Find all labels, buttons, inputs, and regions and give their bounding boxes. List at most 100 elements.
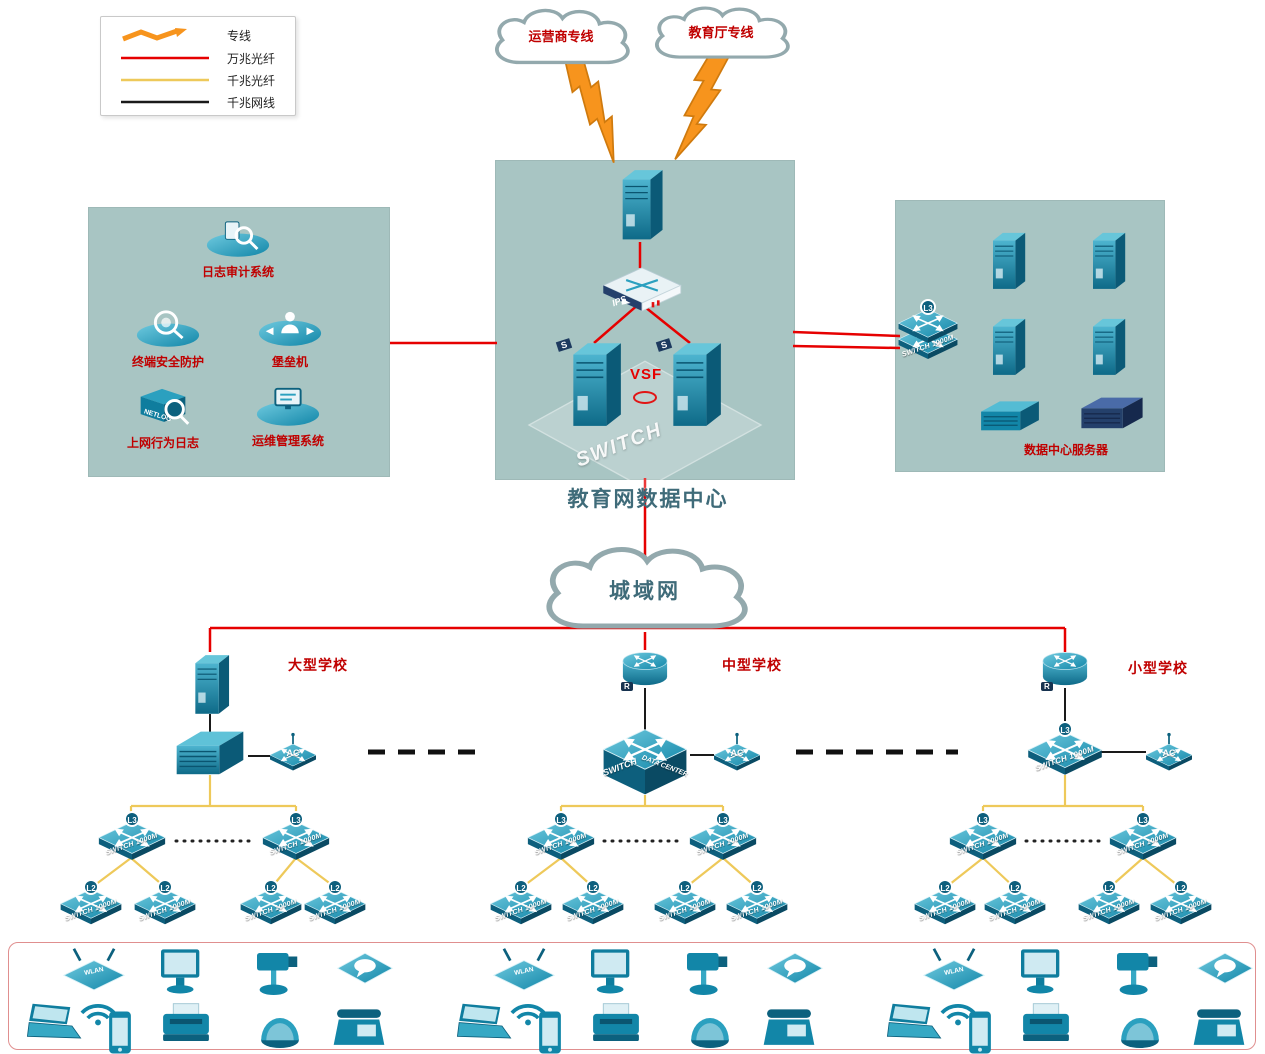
switch-layer-badge: L2 bbox=[83, 879, 99, 895]
endpoint-smartphone[interactable] bbox=[966, 1010, 994, 1054]
ptz-camera-icon bbox=[680, 946, 736, 1002]
printer-icon bbox=[588, 1002, 644, 1046]
bastion-label: 堡垒机 bbox=[271, 354, 308, 369]
bastion-icon bbox=[258, 311, 322, 346]
endpoint-monitor[interactable] bbox=[1016, 946, 1066, 999]
vsf-label: VSF bbox=[630, 366, 663, 383]
small-school-router[interactable]: R bbox=[1039, 650, 1091, 691]
ac-label: AC bbox=[1162, 748, 1176, 759]
endpoint-security[interactable]: 终端安全防护 bbox=[122, 306, 214, 370]
router-badge: R bbox=[621, 682, 633, 691]
datacenter-server-3[interactable] bbox=[986, 314, 1028, 378]
internet-gateway[interactable] bbox=[614, 164, 666, 244]
ips-device[interactable]: IPS bbox=[598, 266, 686, 312]
endpoint-laptop[interactable] bbox=[24, 1002, 84, 1045]
endpoint-chat-device[interactable] bbox=[766, 950, 824, 995]
endpoint-camera[interactable] bbox=[1110, 946, 1166, 1002]
ips-icon bbox=[598, 266, 686, 312]
antenna-icon bbox=[291, 732, 295, 744]
datacenter-server-4[interactable] bbox=[1086, 314, 1128, 378]
endpoint-telephone[interactable] bbox=[762, 1006, 816, 1050]
endpoint-printer[interactable] bbox=[1018, 1002, 1074, 1046]
medium-school-router[interactable]: R bbox=[619, 650, 671, 691]
medium-school-wireless-controller[interactable]: AC bbox=[712, 732, 762, 772]
legend-label-1g-fiber: 千兆光纤 bbox=[227, 73, 276, 88]
server-icon bbox=[1086, 314, 1128, 378]
endpoint-smartphone[interactable] bbox=[536, 1010, 564, 1054]
dome-camera-icon bbox=[1116, 1006, 1164, 1051]
datacenter-server-2[interactable] bbox=[1086, 228, 1128, 292]
netlog-system[interactable]: NETLOG 上网行为日志 bbox=[117, 383, 209, 450]
switch-layer-badge: L3 bbox=[975, 811, 991, 827]
endpoint-camera[interactable] bbox=[250, 946, 306, 1002]
rack-device-icon bbox=[976, 398, 1044, 432]
switch-layer-badge: L3 bbox=[715, 811, 731, 827]
endpoint-telephone[interactable] bbox=[332, 1006, 386, 1050]
datacenter-server-1[interactable] bbox=[986, 228, 1028, 292]
endpoint-dome-camera[interactable] bbox=[686, 1006, 734, 1051]
printer-icon bbox=[158, 1002, 214, 1046]
school-label-medium: 中型学校 bbox=[722, 657, 782, 673]
bastion-host[interactable]: 堡垒机 bbox=[244, 306, 336, 370]
cloud-edu-dept-line[interactable]: 教育厅专线 bbox=[644, 2, 798, 66]
endpoint-telephone[interactable] bbox=[1192, 1006, 1246, 1050]
log-audit-system[interactable]: 日志审计系统 bbox=[192, 216, 284, 280]
vsf-link-ring bbox=[633, 391, 657, 404]
core-chassis[interactable] bbox=[1076, 394, 1148, 430]
endpoint-dome-camera[interactable] bbox=[1116, 1006, 1164, 1051]
smartphone-icon bbox=[966, 1010, 994, 1054]
endpoint-printer[interactable] bbox=[158, 1002, 214, 1046]
endpoint-monitor[interactable] bbox=[586, 946, 636, 999]
endpoint-chat-device[interactable] bbox=[336, 950, 394, 995]
small-school-core-switch[interactable]: L3 SWITCH 1000M bbox=[1025, 721, 1105, 777]
large-school-firewall[interactable] bbox=[171, 726, 249, 777]
cloud-man[interactable]: 城域网 bbox=[530, 540, 760, 640]
endpoint-chat-device[interactable] bbox=[1196, 950, 1254, 995]
cloud-carrier-line[interactable]: 运营商专线 bbox=[484, 4, 638, 72]
endpoint-security-label: 终端安全防护 bbox=[131, 354, 204, 369]
storage-array[interactable] bbox=[976, 398, 1044, 432]
endpoint-camera[interactable] bbox=[680, 946, 736, 1002]
server-panel-title: 数据中心服务器 bbox=[1023, 443, 1108, 457]
cloud-man-label: 城域网 bbox=[609, 579, 681, 603]
large-school-gateway-server[interactable] bbox=[188, 650, 232, 717]
endpoint-laptop[interactable] bbox=[454, 1002, 514, 1045]
ops-management-icon bbox=[256, 387, 320, 426]
endpoint-printer[interactable] bbox=[588, 1002, 644, 1046]
core-switch-member-left[interactable]: S bbox=[555, 336, 625, 431]
server-icon bbox=[1086, 228, 1128, 292]
medium-school-core-switch[interactable]: SWITCH DATA CENTER bbox=[600, 726, 690, 798]
core-switch-member-right[interactable]: S bbox=[655, 336, 725, 431]
endpoint-smartphone[interactable] bbox=[106, 1010, 134, 1054]
large-school-wireless-controller[interactable]: AC bbox=[268, 732, 318, 772]
endpoint-dome-camera[interactable] bbox=[256, 1006, 304, 1051]
laptop-icon bbox=[884, 1002, 944, 1045]
switch-layer-badge: L2 bbox=[327, 879, 343, 895]
ac-label: AC bbox=[730, 748, 744, 759]
monitor-icon bbox=[586, 946, 636, 999]
ops-management-system[interactable]: 运维管理系统 bbox=[242, 383, 334, 448]
endpoint-monitor[interactable] bbox=[156, 946, 206, 999]
legend-label-1g-cable: 千兆网线 bbox=[227, 95, 276, 110]
endpoint-laptop[interactable] bbox=[884, 1002, 944, 1045]
small-school-wireless-controller[interactable]: AC bbox=[1144, 732, 1194, 772]
server-farm-switch-upper[interactable]: L3 bbox=[896, 299, 960, 345]
